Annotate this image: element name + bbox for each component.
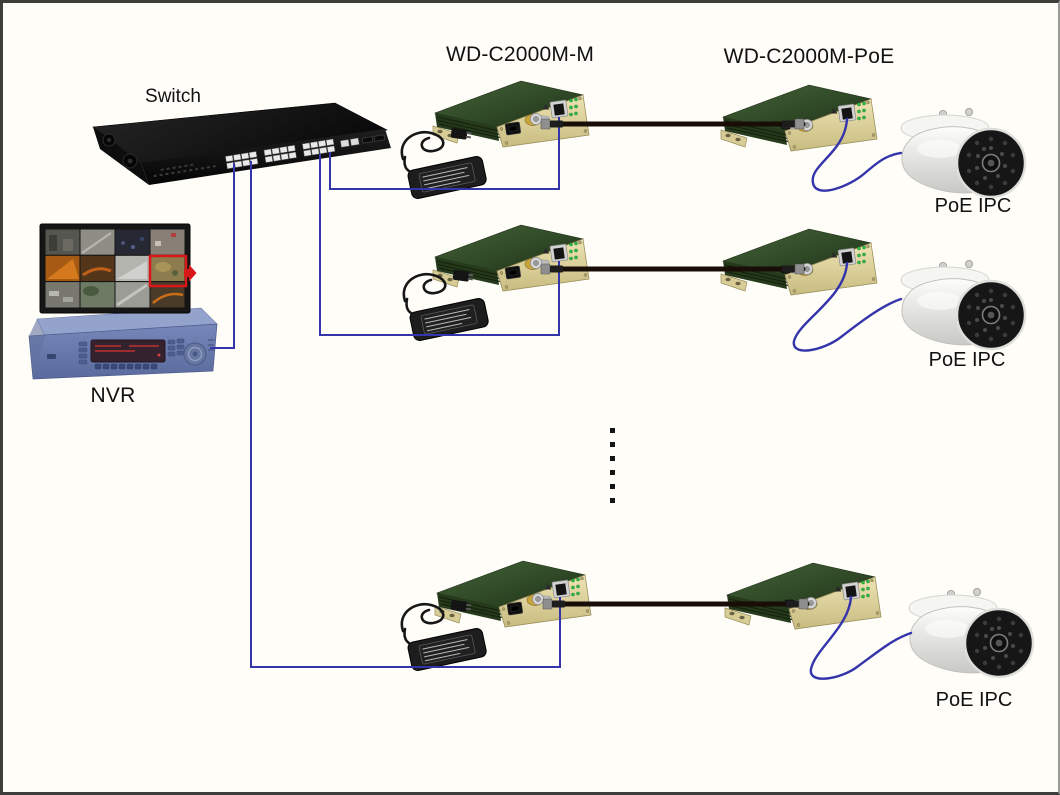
switch-uplink-ports bbox=[340, 134, 386, 148]
camera-label-row2: PoE IPC bbox=[929, 349, 1006, 371]
switch-rj45-ports bbox=[225, 138, 336, 170]
poe-converter-row3 bbox=[724, 562, 882, 630]
wire-switch-to-row3 bbox=[250, 161, 561, 668]
wire-switch-to-nvr bbox=[210, 163, 235, 349]
ellipsis-dots bbox=[610, 428, 615, 503]
camera-cable-row3 bbox=[809, 595, 913, 680]
monitor-highlight-arrow bbox=[184, 264, 197, 282]
switch-fan-vents bbox=[102, 133, 138, 169]
media-converter-row2 bbox=[432, 224, 590, 292]
nvr-button-column bbox=[78, 341, 88, 365]
coax-link-row1 bbox=[540, 118, 806, 130]
nvr-button-grid bbox=[167, 338, 185, 357]
poe-camera-row3 bbox=[907, 587, 1035, 679]
camera-label-row1: PoE IPC bbox=[935, 195, 1012, 217]
network-switch bbox=[92, 102, 391, 185]
monitor-scene-texture bbox=[47, 232, 184, 307]
poe-converter-label: WD-C2000M-PoE bbox=[724, 45, 895, 68]
camera-label-row3: PoE IPC bbox=[936, 689, 1013, 711]
camera-cable-row2 bbox=[792, 261, 903, 352]
nvr-device bbox=[28, 307, 218, 380]
wire-switch-to-row2 bbox=[319, 154, 560, 336]
poe-converter-row2 bbox=[720, 228, 878, 296]
wire-switch-to-row1 bbox=[329, 117, 560, 190]
nvr-jog-dial bbox=[183, 342, 207, 366]
coax-link-row3 bbox=[542, 598, 810, 610]
poe-camera-row2 bbox=[899, 259, 1027, 351]
coax-link-row2 bbox=[540, 263, 806, 275]
nvr-monitor bbox=[39, 223, 197, 314]
media-converter-row3 bbox=[434, 560, 592, 628]
switch-front-panel bbox=[153, 134, 386, 178]
nvr-usb-port bbox=[47, 354, 56, 359]
nvr-label: NVR bbox=[91, 384, 136, 407]
poe-camera-row1 bbox=[899, 107, 1027, 199]
media-converter-label: WD-C2000M-M bbox=[446, 43, 594, 66]
camera-cable-row1 bbox=[811, 117, 903, 192]
poe-converter-row1 bbox=[720, 84, 878, 152]
switch-label: Switch bbox=[145, 86, 201, 107]
nvr-button-row bbox=[94, 363, 158, 370]
